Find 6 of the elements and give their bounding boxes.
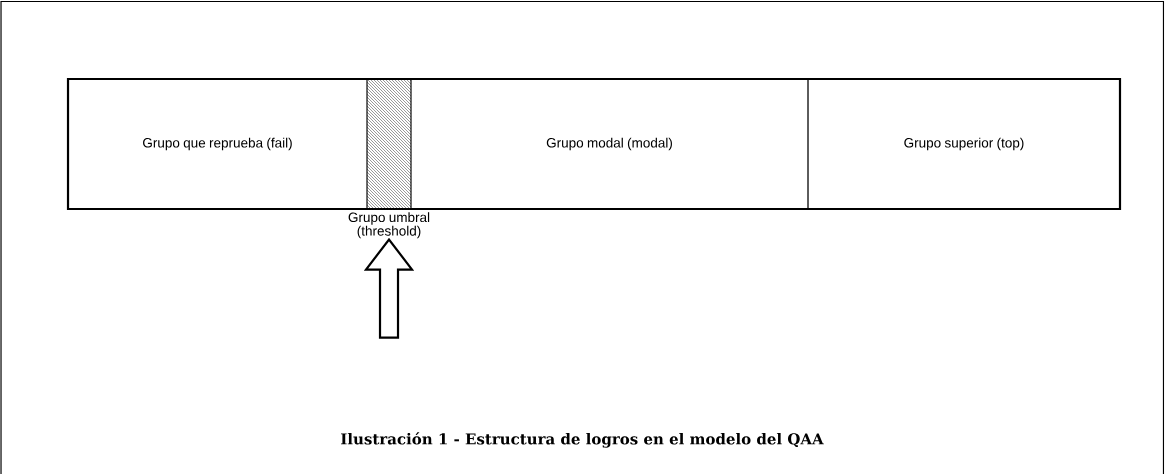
caption: Ilustración 1 - Estructura de logros en el modelo del QAA xyxy=(341,432,824,448)
block-arrow xyxy=(363,237,415,339)
node-label: Grupo umbral (threshold) xyxy=(348,212,430,239)
bar-segment: Grupo superior (top) xyxy=(807,78,1121,210)
node-label: Grupo que reprueba (fail) xyxy=(143,137,292,151)
bar-segment: Grupo modal (modal) xyxy=(410,78,809,210)
